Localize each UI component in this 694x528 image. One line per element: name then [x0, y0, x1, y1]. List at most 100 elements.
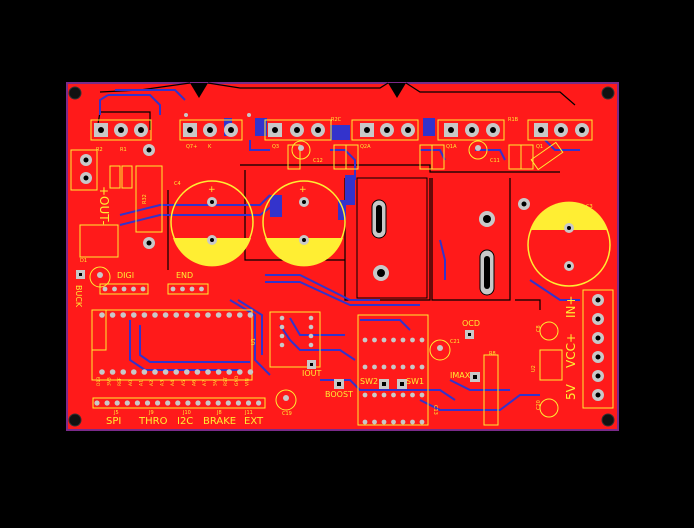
- mcu-pin-label: VIN: [244, 378, 250, 386]
- u1-pin: [279, 324, 285, 330]
- u1-pin: [308, 324, 314, 330]
- board-notch: [190, 83, 208, 98]
- label-c21: C21: [450, 339, 460, 345]
- label-sw1: SW1: [406, 377, 424, 386]
- capacitor-c3: [527, 201, 611, 287]
- header-pin: [114, 400, 120, 406]
- small-transistors: [89, 140, 559, 418]
- label-spi: SPI: [106, 416, 121, 427]
- mounting-hole: [68, 86, 82, 100]
- mcu-pin: [99, 312, 105, 318]
- label-imax: IMAX: [450, 371, 471, 380]
- label-ocd: OCD: [462, 319, 480, 328]
- socket-pin: [400, 419, 406, 425]
- socket-pin: [400, 337, 406, 343]
- socket-pin: [381, 337, 387, 343]
- header-pin: [195, 400, 201, 406]
- mcu-pin: [237, 312, 243, 318]
- header-pin: [205, 400, 211, 406]
- label-j8: J8: [216, 410, 222, 416]
- header-pin: [104, 400, 110, 406]
- label-j9: J9: [148, 410, 154, 416]
- socket-pin: [362, 392, 368, 398]
- socket-pin: [381, 419, 387, 425]
- mcu-pin: [109, 312, 116, 318]
- label-j5: J5: [113, 410, 119, 416]
- mounting-hole: [601, 86, 615, 100]
- u1-pin: [308, 315, 314, 321]
- mcu-pin-label: A3: [160, 380, 166, 386]
- label-c13: C13: [432, 405, 438, 415]
- header-pin: [94, 400, 100, 406]
- socket-pin: [410, 392, 415, 398]
- label-vcc-plus: VCC+: [564, 333, 578, 368]
- header-pin: [180, 286, 185, 292]
- u1-pin: [279, 333, 285, 339]
- label-j10: J10: [182, 410, 191, 416]
- board-notch: [388, 83, 406, 98]
- label-thro: THRO: [138, 416, 168, 427]
- mcu-pin-label: A6: [191, 380, 197, 386]
- socket-pin: [419, 337, 425, 343]
- label-c4: C4: [174, 181, 181, 187]
- mcu-pin: [205, 312, 211, 318]
- label-u1: U1: [251, 338, 257, 345]
- header-pin: [256, 400, 262, 406]
- label-5v: 5V: [564, 383, 578, 400]
- u1-pin: [279, 342, 285, 348]
- header-pin: [165, 400, 171, 406]
- output-terminal: [70, 149, 98, 191]
- label-r32: R32: [142, 194, 148, 204]
- mcu-pin: [205, 369, 211, 375]
- socket-pin: [362, 419, 368, 425]
- socket-pin: [400, 364, 406, 370]
- mcu-pin: [226, 312, 232, 318]
- label-sw2: SW2: [360, 377, 378, 386]
- label-end: END: [176, 271, 193, 280]
- label-q1: Q1: [536, 144, 543, 150]
- through-hole-pads: [94, 113, 589, 249]
- mcu-pin-label: D13: [96, 377, 102, 386]
- mcu-pin-label: A5: [181, 380, 187, 386]
- socket-pin: [372, 392, 377, 398]
- socket-pin: [362, 337, 368, 343]
- mcu-pin: [194, 312, 201, 318]
- terminal-drill: [595, 392, 601, 398]
- mcu-pin: [173, 312, 179, 318]
- mcu-pin: [247, 369, 254, 375]
- label-u2: U2: [531, 365, 537, 372]
- mcu-pin: [173, 369, 179, 375]
- mcu-pin-label: REF: [117, 377, 123, 386]
- socket-pin: [410, 419, 415, 425]
- header-pin: [215, 400, 221, 406]
- header-pin: [245, 400, 252, 406]
- terminal-drill: [595, 373, 601, 379]
- socket-pin: [391, 337, 396, 343]
- u1-pin: [308, 342, 314, 348]
- mcu-pin: [152, 369, 158, 375]
- socket-pin: [372, 364, 377, 370]
- mcu-pin: [184, 369, 190, 375]
- mcu-pin: [99, 369, 105, 375]
- mosfet-row: [90, 119, 593, 141]
- label-q1a: Q1A: [446, 144, 457, 150]
- mcu-pin: [215, 312, 222, 318]
- label-k: K: [208, 144, 212, 150]
- label-c3: C3: [586, 204, 593, 210]
- header-pin: [131, 286, 136, 292]
- socket-pin: [400, 392, 406, 398]
- mcu-pin: [184, 312, 190, 318]
- mcu-pin: [194, 369, 201, 375]
- board-outline: [66, 82, 619, 431]
- header-pin: [112, 286, 117, 292]
- label-r1: R1: [120, 147, 127, 153]
- label-c12: C12: [313, 158, 323, 164]
- socket-pin: [419, 364, 425, 370]
- header-pin: [199, 286, 204, 292]
- terminal-drill: [595, 354, 601, 360]
- mcu-pin: [131, 312, 137, 318]
- label-r2c: R2C: [331, 117, 342, 123]
- label-r8: R8: [489, 351, 496, 357]
- label-c19: C19: [282, 411, 292, 417]
- smd-parts: [79, 141, 614, 426]
